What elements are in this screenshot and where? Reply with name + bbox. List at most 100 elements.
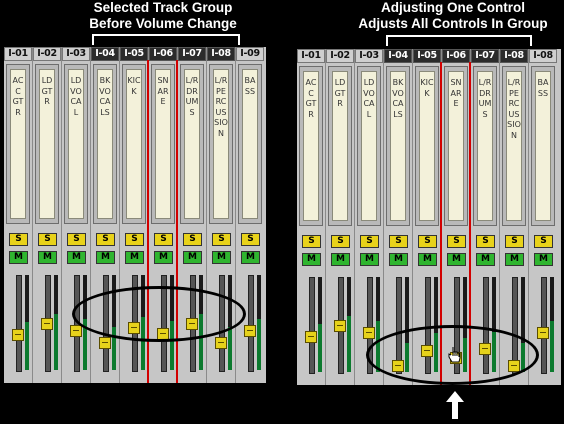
- scribble-strip-panel: BASS: [242, 69, 258, 219]
- mute-button[interactable]: M: [241, 251, 260, 264]
- volume-fader[interactable]: [12, 329, 24, 341]
- left-caption-line1: Selected Track Group: [93, 0, 233, 15]
- solo-button[interactable]: S: [389, 235, 408, 248]
- channel-number[interactable]: I-02: [326, 49, 354, 63]
- mute-button[interactable]: M: [96, 251, 115, 264]
- volume-fader[interactable]: [215, 337, 227, 349]
- channel-number[interactable]: I-03: [355, 49, 383, 63]
- volume-fader[interactable]: [537, 327, 549, 339]
- mute-button[interactable]: M: [9, 251, 28, 264]
- channel-number[interactable]: I-05: [413, 49, 441, 63]
- mute-button[interactable]: M: [476, 253, 495, 266]
- mute-button[interactable]: M: [38, 251, 57, 264]
- scribble-strip-panel: ACC GTR: [303, 71, 319, 221]
- fader-track: [541, 277, 547, 374]
- channel-number[interactable]: I-01: [297, 49, 325, 63]
- scribble-strip-panel: L/R DRUMS: [184, 69, 200, 219]
- strip-divider: [119, 47, 120, 383]
- mute-button[interactable]: M: [302, 253, 321, 266]
- volume-fader[interactable]: [70, 325, 82, 337]
- left-caption-line2: Before Volume Change: [89, 16, 237, 31]
- scribble-strip: L/R PERCUSSION: [209, 64, 233, 224]
- strip-divider: [206, 47, 207, 383]
- channel-number[interactable]: I-08: [207, 47, 235, 61]
- mute-button[interactable]: M: [360, 253, 379, 266]
- scribble-strip: SNARE: [444, 66, 468, 226]
- solo-button[interactable]: S: [67, 233, 86, 246]
- channel-number[interactable]: I-07: [471, 49, 499, 63]
- track-name: KICK: [127, 76, 141, 96]
- solo-button[interactable]: S: [476, 235, 495, 248]
- channel-number[interactable]: I-08: [529, 49, 557, 63]
- volume-fader[interactable]: [41, 318, 53, 330]
- channel-number[interactable]: I-01: [4, 47, 32, 61]
- channel-number[interactable]: I-04: [384, 49, 412, 63]
- solo-button[interactable]: S: [212, 233, 231, 246]
- solo-button[interactable]: S: [331, 235, 350, 248]
- solo-button[interactable]: S: [96, 233, 115, 246]
- level-meter-fill: [228, 327, 232, 370]
- mute-button[interactable]: M: [418, 253, 437, 266]
- solo-button[interactable]: S: [505, 235, 524, 248]
- scribble-strip: L/R DRUMS: [180, 64, 204, 224]
- volume-fader[interactable]: [305, 331, 317, 343]
- track-name: LD VOCAL: [70, 76, 82, 117]
- mute-button[interactable]: M: [505, 253, 524, 266]
- scribble-strip: BK VOCALS: [93, 64, 117, 224]
- solo-button[interactable]: S: [360, 235, 379, 248]
- track-name: L/R PERCUSSION: [507, 78, 521, 140]
- solo-button[interactable]: S: [154, 233, 173, 246]
- volume-fader[interactable]: [99, 337, 111, 349]
- solo-button[interactable]: S: [534, 235, 553, 248]
- mute-button[interactable]: M: [183, 251, 202, 264]
- track-name: LD GTR: [41, 76, 53, 106]
- channel-number[interactable]: I-06: [442, 49, 470, 63]
- scribble-strip-panel: SNARE: [448, 71, 464, 221]
- mute-button[interactable]: M: [447, 253, 466, 266]
- volume-fader[interactable]: [244, 325, 256, 337]
- channel-number[interactable]: I-08: [500, 49, 528, 63]
- mute-button[interactable]: M: [154, 251, 173, 264]
- solo-button[interactable]: S: [447, 235, 466, 248]
- mute-button[interactable]: M: [212, 251, 231, 264]
- track-name: SNARE: [157, 76, 169, 106]
- volume-fader[interactable]: [363, 327, 375, 339]
- solo-button[interactable]: S: [241, 233, 260, 246]
- solo-button[interactable]: S: [125, 233, 144, 246]
- scribble-strip: L/R DRUMS: [473, 66, 497, 226]
- fader-track: [16, 275, 22, 372]
- mute-button[interactable]: M: [125, 251, 144, 264]
- scribble-strip: LD GTR: [328, 66, 352, 226]
- track-name: BASS: [537, 78, 549, 98]
- solo-button[interactable]: S: [38, 233, 57, 246]
- volume-fader[interactable]: [334, 320, 346, 332]
- solo-button[interactable]: S: [418, 235, 437, 248]
- mute-button[interactable]: M: [67, 251, 86, 264]
- scribble-strip-panel: L/R DRUMS: [477, 71, 493, 221]
- mute-button[interactable]: M: [534, 253, 553, 266]
- level-meter-fill: [257, 319, 261, 370]
- group-marker-line: [440, 62, 442, 385]
- mute-button[interactable]: M: [331, 253, 350, 266]
- fader-track: [367, 277, 373, 374]
- mute-button[interactable]: M: [389, 253, 408, 266]
- level-meter-fill: [112, 327, 116, 370]
- channel-number[interactable]: I-03: [62, 47, 90, 61]
- right-caption: Adjusting One Control Adjusts All Contro…: [346, 0, 560, 32]
- channel-number[interactable]: I-07: [178, 47, 206, 61]
- scribble-strip-panel: BASS: [535, 71, 551, 221]
- solo-button[interactable]: S: [302, 235, 321, 248]
- channel-number[interactable]: I-02: [33, 47, 61, 61]
- channel-number[interactable]: I-09: [236, 47, 264, 61]
- solo-button[interactable]: S: [183, 233, 202, 246]
- channel-number[interactable]: I-06: [149, 47, 177, 61]
- solo-button[interactable]: S: [9, 233, 28, 246]
- strip-divider: [235, 47, 236, 383]
- channel-number[interactable]: I-04: [91, 47, 119, 61]
- channel-number[interactable]: I-05: [120, 47, 148, 61]
